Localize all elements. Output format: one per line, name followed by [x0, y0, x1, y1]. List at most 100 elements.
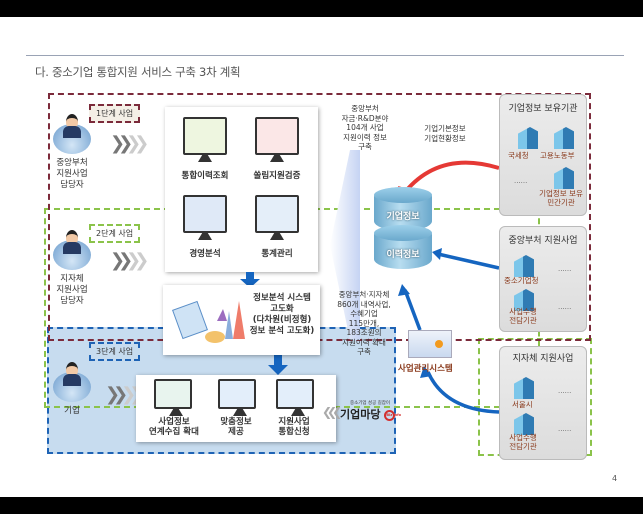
- actor-line: 담당자: [60, 180, 84, 190]
- note-central-history: 중앙부처 자금·R&D분야 104개 사업 지원이력 정보 구축: [330, 104, 400, 152]
- company-user-icon: [53, 362, 91, 402]
- main-functions-panel: 통합이력조회 쏠림지원검증 경영분석 통계관리: [165, 107, 318, 272]
- note-line: 104개 사업: [346, 123, 384, 132]
- institution-more: ......: [514, 177, 528, 185]
- note-line: 기업현황정보: [424, 133, 466, 143]
- phase3-tag: 3단계 사업: [89, 342, 141, 361]
- document-pen-icon: [183, 117, 227, 155]
- analysis-line: 고도화: [270, 304, 294, 314]
- service-label: 사업정보 연계수집 확대: [138, 417, 210, 437]
- bar-chart-books-icon: [255, 195, 299, 233]
- analysis-line: 정보 분석 고도화): [249, 326, 315, 336]
- page-number: 4: [612, 474, 618, 483]
- building-icon: [554, 167, 574, 189]
- database-label: 이력정보: [386, 250, 420, 260]
- officer-icon: [53, 114, 91, 154]
- actor-line: 지자체: [60, 274, 84, 284]
- service-line: 연계수집 확대: [149, 427, 199, 437]
- institution-name: 고용노동부: [540, 151, 575, 160]
- institution-more: ......: [558, 265, 572, 273]
- portal-name: 기업마당: [340, 408, 381, 421]
- business-system-label: 사업관리시스템: [398, 364, 453, 374]
- database-stack: 기업정보 이력정보: [374, 187, 432, 269]
- database-history-info: 이력정보: [374, 225, 432, 269]
- function-label: 경영분석: [189, 249, 221, 259]
- red-flow-arrow: [403, 160, 500, 194]
- institution-title: 기업정보 보유기관: [508, 104, 578, 114]
- title-rule: [26, 55, 624, 56]
- institution-more: ......: [558, 387, 572, 395]
- page-title: 다. 중소기업 통합지원 서비스 구축 3차 계획: [35, 65, 241, 79]
- blue-arrowhead: [398, 284, 410, 296]
- speech-bubbles-icon: [255, 117, 299, 155]
- services-panel: 사업정보 연계수집 확대 맞춤정보 제공 지원사업 통합신청: [136, 375, 336, 442]
- database-label: 기업정보: [386, 212, 420, 222]
- function-label: 통합이력조회: [181, 171, 229, 181]
- building-icon: [514, 255, 534, 277]
- building-icon: [514, 289, 534, 311]
- bizinfo-portal-logo[interactable]: 중소기업 성공 길잡이 기업마당 Biz info: [340, 400, 401, 422]
- note-line: 860개 내역사업,: [337, 299, 391, 309]
- blue-arrowhead: [420, 366, 432, 378]
- service-label: 지원사업 통합신청: [262, 417, 326, 437]
- building-icon: [514, 413, 534, 435]
- phase2-tag: 2단계 사업: [89, 224, 141, 243]
- institution-group-central-support: 중앙부처 지원사업 중소기업청 ...... 사업수행 전담기관 ......: [499, 226, 587, 332]
- note-line: 183조원의: [346, 328, 382, 337]
- actor-line: 담당자: [60, 296, 84, 306]
- blue-arrowhead: [432, 248, 442, 260]
- building-icon: [514, 377, 534, 399]
- data-collect-icon: [154, 379, 192, 409]
- blue-flow-arrow: [403, 289, 422, 331]
- building-icon: [554, 127, 574, 149]
- institution-name: 중소기업청: [504, 276, 539, 285]
- note-expanded-history: 중앙부처·지자체 860개 내역사업, 수혜기업 115만개, 183조원의 지…: [328, 290, 400, 357]
- business-system-screenshot: [408, 330, 452, 358]
- application-icon: [276, 379, 314, 409]
- portal-tagline: 중소기업 성공 길잡이: [349, 401, 391, 406]
- institution-name: 국세청: [508, 151, 529, 160]
- service-line: 사업정보: [158, 417, 190, 427]
- function-label: 통계관리: [261, 249, 293, 259]
- phase1-tag: 1단계 사업: [89, 104, 141, 123]
- institution-name: 사업수행 전담기관: [509, 433, 537, 451]
- actor-local-officer: 지자체 지원사업 담당자: [45, 230, 99, 307]
- actor-company: 기업: [45, 362, 99, 417]
- note-line: 기업기본정보: [424, 124, 466, 133]
- top-bar: [0, 0, 643, 17]
- database-enterprise-info: 기업정보: [374, 187, 432, 231]
- service-label: 맞춤정보 제공: [204, 417, 268, 437]
- building-icon: [518, 127, 538, 149]
- institution-name: 기업정보 보유 민간기관: [539, 189, 583, 207]
- service-line: 제공: [228, 427, 244, 437]
- actor-line: 지원사업: [56, 169, 88, 179]
- actor-line: 기업: [64, 406, 80, 416]
- actor-line: 지원사업: [56, 285, 88, 295]
- note-line: 지원이력 정보: [343, 132, 387, 142]
- actor-central-officer: 중앙부처 지원사업 담당자: [45, 114, 99, 191]
- institution-name: 서울시: [512, 400, 533, 409]
- laptop-user-icon: [53, 230, 91, 270]
- blue-flow-arrow: [426, 371, 500, 414]
- service-line: 지원사업: [278, 417, 310, 427]
- institution-name: 사업수행 전담기관: [509, 307, 537, 325]
- callout-wedge: [330, 150, 360, 340]
- analysis-graphics-icon: [172, 300, 245, 343]
- note-line: 지원이력 확대: [342, 337, 386, 347]
- bottom-bar: [0, 497, 643, 514]
- note-line: 구축: [358, 142, 372, 151]
- note-line: 자금·R&D분야: [341, 113, 389, 123]
- analysis-text: 정보분석 시스템 고도화 (다차원(비정형) 정보 분석 고도화): [245, 293, 319, 337]
- function-label: 쏠림지원검증: [253, 171, 301, 181]
- analysis-panel: 정보분석 시스템 고도화 (다차원(비정형) 정보 분석 고도화): [163, 285, 320, 355]
- note-line: 수혜기업: [350, 309, 378, 318]
- custom-info-icon: [218, 379, 256, 409]
- note-line: 중앙부처·지자체: [338, 290, 390, 299]
- institution-group-local-support: 지자체 지원사업 서울시 ...... 사업수행 전담기관 ......: [499, 346, 587, 460]
- note-line: 115만개,: [348, 318, 380, 328]
- institution-title: 중앙부처 지원사업: [508, 236, 578, 246]
- service-line: 통합신청: [278, 427, 310, 437]
- note-info-flow: 기업기본정보 기업현황정보: [416, 124, 474, 143]
- institution-more: ......: [558, 303, 572, 311]
- arrow-down-icon: [240, 272, 260, 288]
